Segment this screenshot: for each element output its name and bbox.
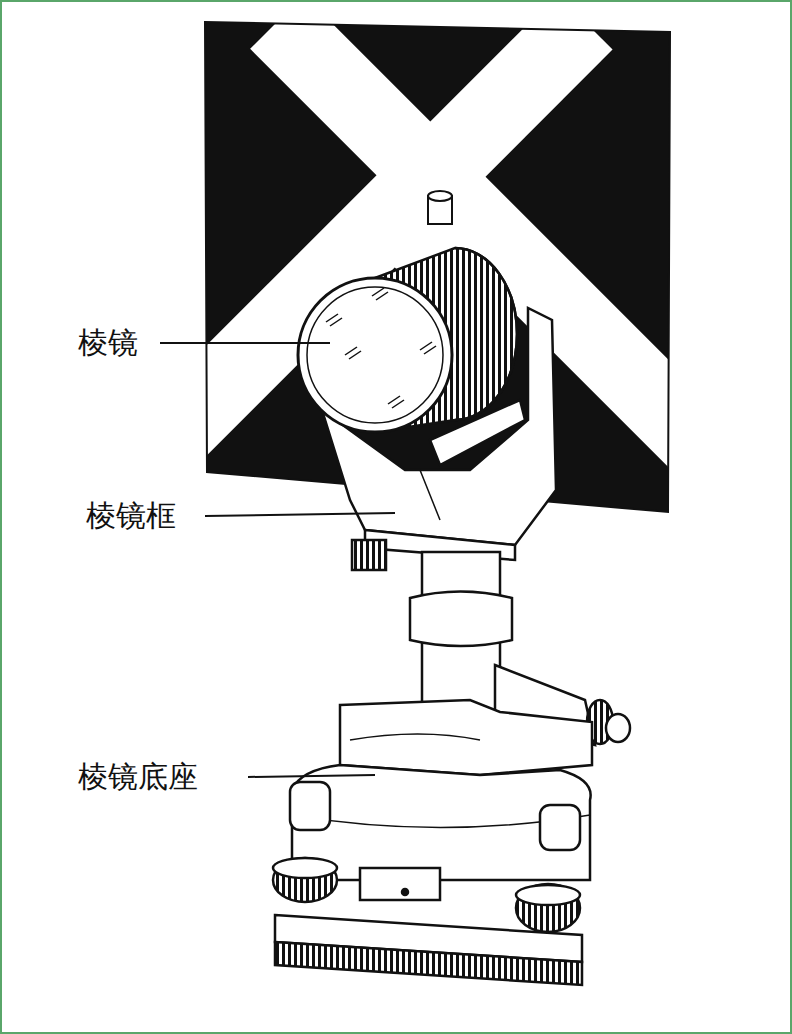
board-outline xyxy=(205,22,670,512)
target-board xyxy=(122,15,740,520)
top-knob xyxy=(428,191,452,224)
leader-line xyxy=(160,342,330,344)
prism-base xyxy=(273,700,592,985)
leader-line xyxy=(205,513,395,516)
leader-line xyxy=(248,775,375,777)
part-label: 棱镜 xyxy=(76,325,140,361)
part-label: 棱镜底座 xyxy=(76,759,200,795)
prism-lens xyxy=(298,278,452,432)
part-label: 棱镜框 xyxy=(84,498,178,534)
leader-lines xyxy=(160,343,395,777)
